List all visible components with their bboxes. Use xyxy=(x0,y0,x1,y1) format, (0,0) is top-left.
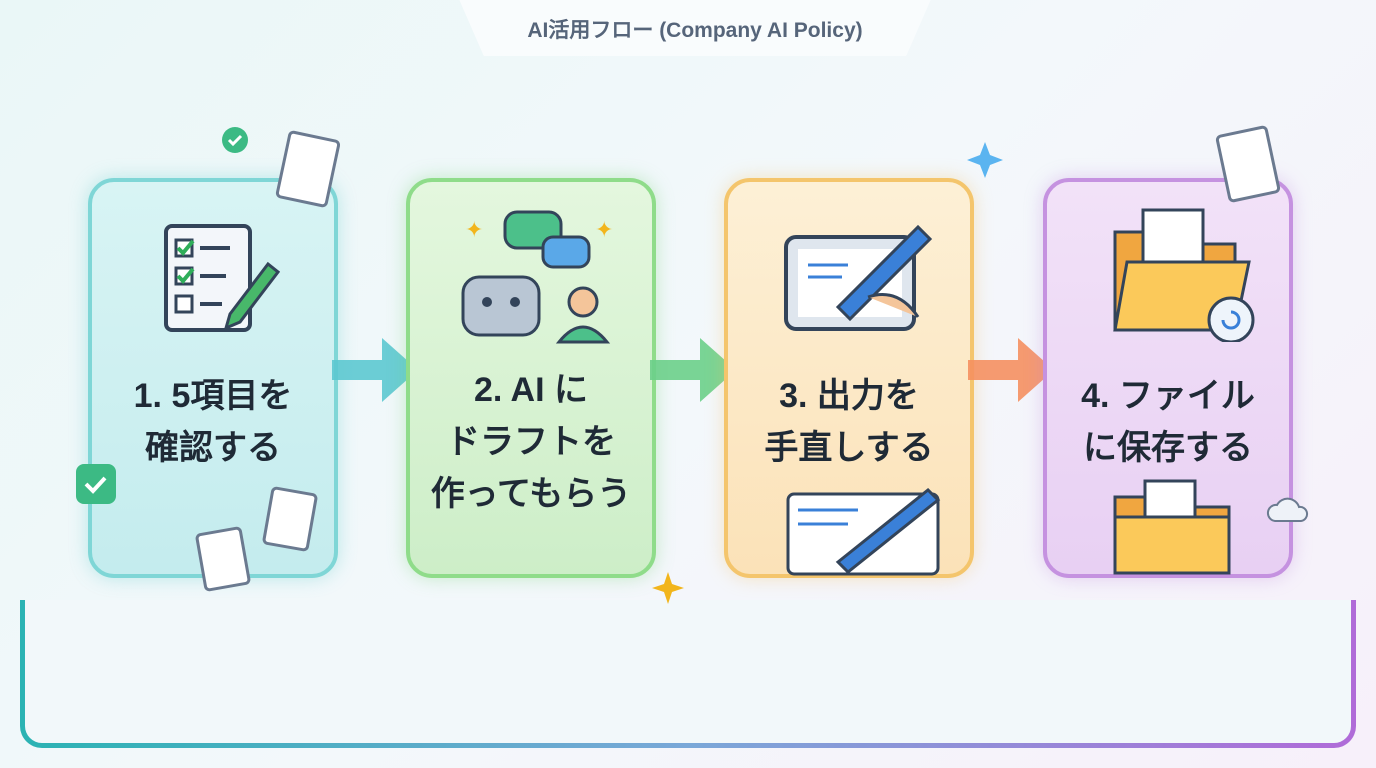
sparkle-icon xyxy=(652,572,684,604)
step-2-label: 2. AI にドラフトを作ってもらう xyxy=(410,364,652,520)
step-2-line3: 作ってもらう xyxy=(430,475,632,513)
step-4-label: 4. ファイルに保存する xyxy=(1047,370,1289,474)
sparkle-icon xyxy=(967,142,1003,178)
checklist-icon xyxy=(164,224,280,332)
tablet-pen-icon xyxy=(784,224,933,331)
check-badge-icon xyxy=(222,127,248,153)
step-4-line1: 4. ファイル xyxy=(1081,377,1255,415)
step-1-label: 1. 5項目を確認する xyxy=(92,370,334,474)
document-icon xyxy=(275,130,341,208)
document-edit-icon xyxy=(786,487,941,576)
step-2-line2: ドラフトを xyxy=(446,423,616,461)
title-tab: AI活用フロー (Company AI Policy) xyxy=(455,0,935,56)
step-card-4: 4. ファイルに保存する xyxy=(1043,178,1293,578)
cloud-icon xyxy=(1266,497,1309,522)
document-icon xyxy=(1215,125,1281,203)
step-3-line1: 3. 出力を xyxy=(779,377,919,415)
folder-save-icon xyxy=(1113,208,1255,342)
svg-text:✦: ✦ xyxy=(465,217,483,242)
step-card-3: 3. 出力を手直しする xyxy=(724,178,974,578)
step-4-line2: に保存する xyxy=(1083,429,1253,467)
document-icon xyxy=(195,526,251,592)
step-1-line2: 確認する xyxy=(145,429,281,467)
folder-icon xyxy=(1113,479,1231,575)
page-title: AI活用フロー (Company AI Policy) xyxy=(527,19,863,42)
step-card-2: ✦✦ 2. AI にドラフトを作ってもらう xyxy=(406,178,656,578)
arrow-right-icon xyxy=(650,338,736,402)
arrow-right-icon xyxy=(968,338,1054,402)
step-3-line2: 手直しする xyxy=(764,429,934,467)
robot-chat-icon: ✦✦ xyxy=(461,210,613,344)
arrow-right-icon xyxy=(332,338,418,402)
step-2-line1: 2. AI に xyxy=(474,371,588,409)
step-3-label: 3. 出力を手直しする xyxy=(728,370,970,474)
svg-text:✦: ✦ xyxy=(595,217,613,242)
step-1-line1: 1. 5項目を xyxy=(133,377,293,415)
flow-bracket-frame xyxy=(20,600,1356,748)
step-card-1: 1. 5項目を確認する xyxy=(88,178,338,578)
check-badge-icon xyxy=(76,464,116,504)
document-icon xyxy=(262,486,318,552)
